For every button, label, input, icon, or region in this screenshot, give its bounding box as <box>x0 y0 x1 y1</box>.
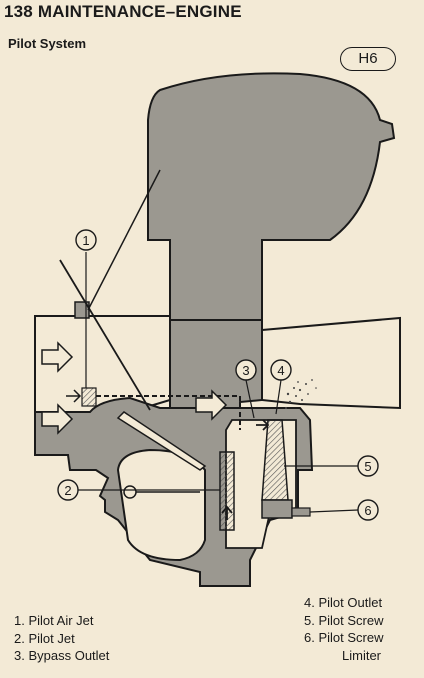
pilot-air-passage <box>96 395 241 430</box>
float-chamber <box>116 448 206 562</box>
legend-item-6: 6. Pilot Screw <box>304 630 384 645</box>
legend-item-5: 5. Pilot Screw <box>304 612 384 628</box>
callout-5: 5 <box>284 455 379 477</box>
callout-2-label: 2 <box>64 483 71 498</box>
airflow-arrows <box>41 341 228 435</box>
carburetor-diagram: 1 2 3 4 5 6 <box>34 72 401 587</box>
legend-item-4: 4. Pilot Outlet <box>304 595 383 610</box>
section-code-badge: H6 <box>340 47 396 71</box>
callout-4: 4 <box>270 359 292 415</box>
pilot-screw-limiter <box>261 499 293 519</box>
legend-item-6-continued: Limiter <box>342 647 382 663</box>
vacuum-chamber <box>147 72 396 321</box>
callout-3-label: 3 <box>242 363 249 378</box>
fuel-spray <box>284 379 317 410</box>
page-header: 138 MAINTENANCE–ENGINE <box>4 2 242 21</box>
callout-3: 3 <box>235 359 257 419</box>
bypass-passage <box>116 411 207 471</box>
pilot-air-jet <box>81 387 97 407</box>
callout-1-label: 1 <box>82 233 89 248</box>
callout-5-label: 5 <box>364 459 371 474</box>
callout-2: 2 <box>57 479 220 501</box>
callout-6: 6 <box>309 499 379 521</box>
legend-right: 4. Pilot Outlet 5. Pilot Screw 6. Pilot … <box>304 594 384 664</box>
legend-item-1: 1. Pilot Air Jet <box>14 613 94 628</box>
float-pivot <box>123 485 137 499</box>
callout-4-label: 4 <box>277 363 284 378</box>
limiter-tab <box>291 507 311 517</box>
callout-1: 1 <box>75 229 97 251</box>
legend-left: 1. Pilot Air Jet 2. Pilot Jet 3. Bypass … <box>14 612 109 665</box>
callout-6-label: 6 <box>364 503 371 518</box>
section-title: Pilot System <box>8 36 87 51</box>
legend-item-3: 3. Bypass Outlet <box>14 648 110 663</box>
legend-item-2: 2. Pilot Jet <box>14 630 75 646</box>
